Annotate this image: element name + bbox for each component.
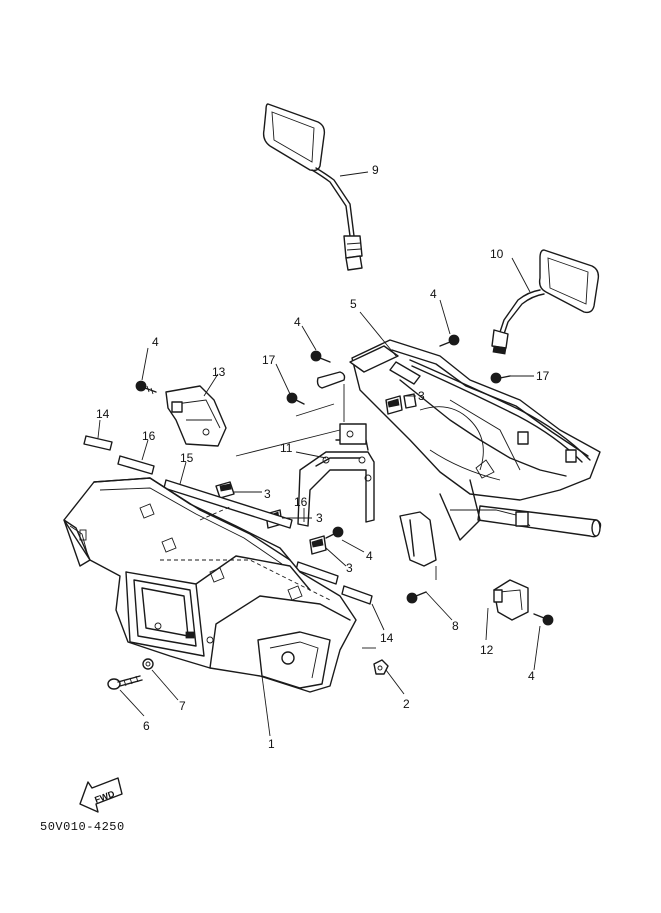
bracket-13 xyxy=(165,385,227,447)
callout-12: 12 xyxy=(480,643,494,657)
callout-14: 14 xyxy=(380,631,394,645)
callout-14: 14 xyxy=(96,407,110,421)
callout-17: 17 xyxy=(262,353,276,367)
callout-4: 4 xyxy=(366,549,373,563)
fwd-arrow-icon: FWD xyxy=(79,777,123,813)
headlight-stay-5 xyxy=(316,339,602,567)
headlight-cowl-1 xyxy=(63,477,357,693)
bolts xyxy=(135,334,554,626)
bracket-12 xyxy=(493,579,529,621)
callout-4: 4 xyxy=(152,335,159,349)
callout-4: 4 xyxy=(528,669,535,683)
leader-lines xyxy=(97,171,541,737)
mirror-10 xyxy=(491,249,600,355)
callout-16: 16 xyxy=(294,495,308,509)
callout-3: 3 xyxy=(264,487,271,501)
callout-8: 8 xyxy=(452,619,459,633)
fasteners-lower xyxy=(107,658,389,690)
callout-11: 11 xyxy=(280,441,293,455)
seals xyxy=(83,435,373,605)
callout-1: 1 xyxy=(268,737,275,751)
callout-7: 7 xyxy=(179,699,186,713)
callout-3: 3 xyxy=(316,511,323,525)
callout-10: 10 xyxy=(490,247,504,261)
callout-15: 15 xyxy=(180,451,194,465)
catalog-code: 50V010-4250 xyxy=(40,820,125,834)
callout-3: 3 xyxy=(346,561,353,575)
callout-17: 17 xyxy=(536,369,550,383)
callout-9: 9 xyxy=(372,163,379,177)
callout-labels: 1 2 3 3 3 3 4 4 4 4 4 5 6 7 8 9 10 11 12… xyxy=(96,163,550,751)
bracket-11 xyxy=(297,423,375,527)
callout-6: 6 xyxy=(143,719,150,733)
callout-3: 3 xyxy=(418,389,425,403)
callout-16: 16 xyxy=(142,429,156,443)
callout-5: 5 xyxy=(350,297,357,311)
mirror-9 xyxy=(262,103,363,271)
callout-4: 4 xyxy=(430,287,437,301)
callout-13: 13 xyxy=(212,365,226,379)
callout-4: 4 xyxy=(294,315,301,329)
callout-2: 2 xyxy=(403,697,410,711)
